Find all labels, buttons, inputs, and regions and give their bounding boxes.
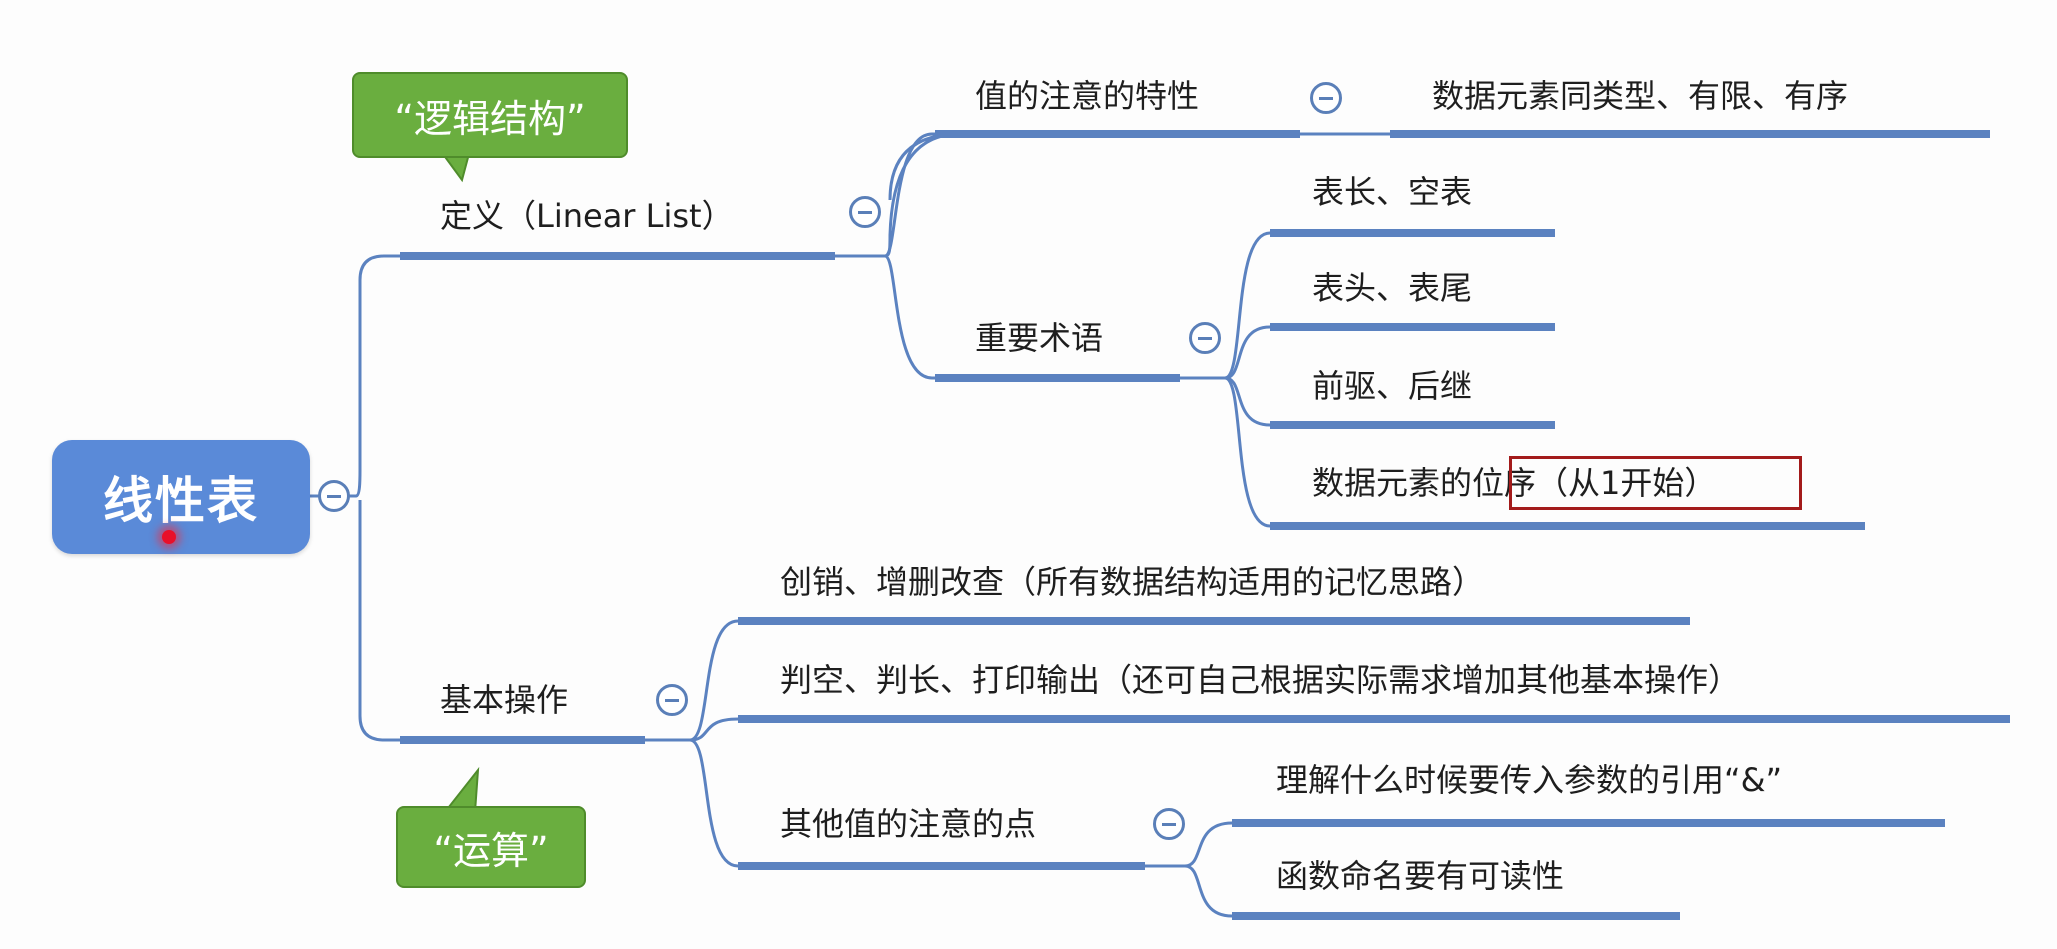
node-terms-label: 重要术语 — [975, 319, 1104, 357]
node-definition-label: 定义（Linear List） — [440, 197, 734, 235]
connector-root-definition — [310, 254, 400, 498]
node-notable-child[interactable]: 数据元素同类型、有限、有序 — [1432, 76, 1848, 116]
connector-root-operations — [358, 500, 400, 742]
callout-logical-structure-label: “逻辑结构” — [394, 96, 586, 141]
node-term-order-highlight: 位序（从1开始） — [1472, 464, 1717, 502]
node-notable-properties[interactable]: 值的注意的特性 — [975, 76, 1199, 116]
node-notable-child-label: 数据元素同类型、有限、有序 — [1432, 77, 1849, 115]
node-other[interactable]: 其他值的注意的点 — [780, 804, 1036, 844]
node-other-label: 其他值的注意的点 — [780, 805, 1037, 843]
node-other-item[interactable]: 理解什么时候要传入参数的引用“&” — [1276, 760, 1782, 800]
callout-logical-structure: “逻辑结构” — [352, 72, 628, 158]
node-notable-properties-label: 值的注意的特性 — [975, 77, 1200, 115]
collapse-icon[interactable] — [318, 480, 350, 512]
node-operations-label: 基本操作 — [440, 681, 569, 719]
node-op-item-label: 创销、增删改查（所有数据结构适用的记忆思路） — [780, 563, 1485, 601]
collapse-icon[interactable] — [1153, 808, 1185, 840]
root-node-label: 线性表 — [103, 472, 259, 530]
root-node[interactable]: 线性表 — [52, 440, 310, 554]
highlight-box — [1509, 456, 1802, 510]
node-definition[interactable]: 定义（Linear List） — [440, 196, 734, 236]
node-other-item-label: 理解什么时候要传入参数的引用“&” — [1276, 761, 1783, 799]
node-term-item-label: 表头、表尾 — [1312, 269, 1473, 307]
collapse-icon[interactable] — [849, 196, 881, 228]
node-op-item[interactable]: 创销、增删改查（所有数据结构适用的记忆思路） — [780, 562, 1484, 602]
node-term-item[interactable]: 表长、空表 — [1312, 172, 1472, 212]
node-term-order[interactable]: 数据元素的位序（从1开始） — [1312, 463, 1716, 503]
collapse-icon[interactable] — [1310, 82, 1342, 114]
node-term-item[interactable]: 前驱、后继 — [1312, 366, 1472, 406]
callout-operations: “运算” — [396, 806, 586, 888]
node-other-item-label: 函数命名要有可读性 — [1276, 857, 1565, 895]
node-term-order-prefix: 数据元素的 — [1312, 464, 1473, 502]
node-term-item-label: 前驱、后继 — [1312, 367, 1473, 405]
node-term-item-label: 表长、空表 — [1312, 173, 1473, 211]
node-term-item[interactable]: 表头、表尾 — [1312, 268, 1472, 308]
node-other-item[interactable]: 函数命名要有可读性 — [1276, 856, 1564, 896]
collapse-icon[interactable] — [1189, 322, 1221, 354]
pointer-dot — [162, 530, 176, 544]
node-op-item[interactable]: 判空、判长、打印输出（还可自己根据实际需求增加其他基本操作） — [780, 660, 1740, 700]
node-terms[interactable]: 重要术语 — [975, 318, 1103, 358]
collapse-icon[interactable] — [656, 684, 688, 716]
node-op-item-label: 判空、判长、打印输出（还可自己根据实际需求增加其他基本操作） — [780, 661, 1741, 699]
node-operations[interactable]: 基本操作 — [440, 680, 568, 720]
callout-operations-label: “运算” — [433, 828, 549, 873]
